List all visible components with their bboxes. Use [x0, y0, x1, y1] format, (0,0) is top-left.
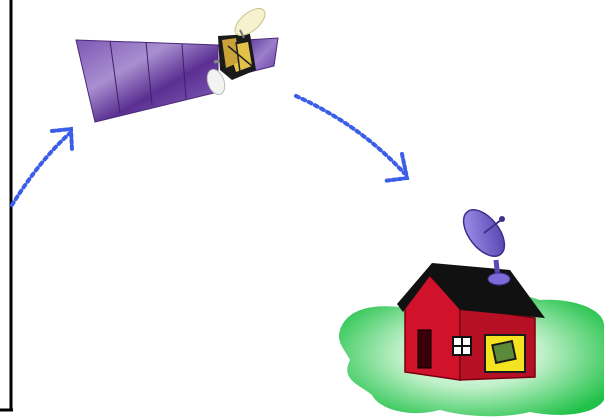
house-window [452, 336, 472, 356]
house-icon [397, 263, 545, 380]
tv-window [485, 335, 525, 372]
satellite-icon [76, 4, 278, 122]
house-door [418, 330, 431, 368]
downlink-arrow [296, 96, 407, 181]
uplink-arrow [12, 129, 72, 205]
satellite-body [218, 34, 256, 80]
